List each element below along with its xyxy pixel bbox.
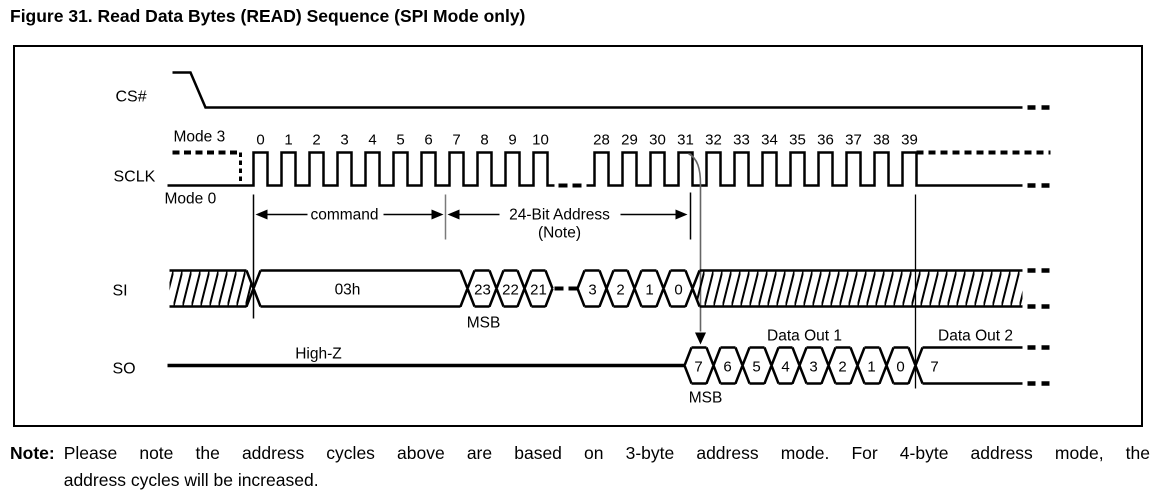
sclk-clock-train-1	[167, 150, 554, 187]
data-out-2-label: Data Out 2	[938, 327, 1013, 344]
si-hatch-region-right	[692, 270, 1022, 306]
clock-number: 38	[873, 131, 890, 148]
so-data-bit: 5	[752, 358, 760, 375]
clock-number: 0	[256, 131, 264, 148]
command-arrowhead-left	[255, 209, 267, 219]
cs-waveform	[172, 70, 1022, 109]
so-signal-label: SO	[112, 360, 135, 377]
clock-number: 6	[424, 131, 432, 148]
so-data-bit: 4	[781, 358, 789, 375]
clock-number: 35	[789, 131, 806, 148]
so-data-bit: 6	[723, 358, 731, 375]
clock-number: 32	[705, 131, 722, 148]
note-block: Note: Please note the address cycles abo…	[10, 440, 1150, 494]
clock-number: 8	[480, 131, 488, 148]
command-label: command	[310, 206, 378, 223]
figure-title: Figure 31. Read Data Bytes (READ) Sequen…	[10, 6, 526, 26]
so-data-bit: 3	[809, 358, 817, 375]
so-data-bit: 0	[896, 358, 904, 375]
sclk-mode0-label: Mode 0	[164, 190, 216, 207]
si-address-bit: 22	[502, 281, 519, 298]
si-address-bit: 23	[474, 281, 491, 298]
clock-to-dataout-arrow	[687, 152, 701, 331]
timing-diagram: CS# SCLK Mode 3 Mode 0 0 1 2 3 4 5 6 7 8…	[112, 70, 1050, 406]
timing-diagram-frame: CS# SCLK Mode 3 Mode 0 0 1 2 3 4 5 6 7 8…	[13, 45, 1143, 427]
clock-number: 1	[284, 131, 292, 148]
si-bus-waveform	[169, 268, 1022, 308]
si-opcode-value: 03h	[334, 281, 360, 298]
clock-to-dataout-arrowhead	[694, 332, 706, 344]
so-msb-label: MSB	[688, 389, 722, 406]
so-bus-waveform	[682, 345, 1022, 385]
so-data2-first-bit: 7	[930, 358, 938, 375]
si-address-bit: 0	[674, 281, 682, 298]
cs-signal-label: CS#	[115, 88, 146, 105]
si-hatch-region-left	[169, 270, 253, 306]
clock-number: 9	[508, 131, 516, 148]
clock-number: 3	[340, 131, 348, 148]
so-data-bit: 1	[867, 358, 875, 375]
clock-number: 10	[532, 131, 549, 148]
note-body: Please note the address cycles above are…	[64, 440, 1150, 494]
clock-number: 33	[733, 131, 750, 148]
si-msb-label: MSB	[466, 314, 500, 331]
note-line: Please note the address cycles above are…	[63, 443, 1150, 463]
clock-number: 30	[649, 131, 666, 148]
sclk-signal-label: SCLK	[113, 168, 155, 185]
sclk-clock-train-2	[586, 150, 1022, 187]
address-label: 24-Bit Address	[509, 206, 610, 223]
address-arrowhead-left	[447, 209, 459, 219]
clock-number: 34	[761, 131, 778, 148]
address-arrowhead-right	[675, 209, 687, 219]
clock-number: 7	[452, 131, 460, 148]
so-data-bit: 2	[838, 358, 846, 375]
clock-number: 29	[621, 131, 638, 148]
so-data-bit: 7	[694, 358, 702, 375]
clock-number: 4	[368, 131, 376, 148]
note-label: Note:	[10, 443, 55, 463]
data-out-1-label: Data Out 1	[767, 327, 842, 344]
si-address-bit: 2	[616, 281, 624, 298]
address-note-label: (Note)	[537, 224, 580, 241]
si-address-bit: 1	[645, 281, 653, 298]
clock-number: 36	[817, 131, 834, 148]
si-signal-label: SI	[112, 282, 127, 299]
command-arrowhead-right	[431, 209, 443, 219]
clock-number: 28	[593, 131, 610, 148]
clock-number: 5	[396, 131, 404, 148]
si-address-bit: 3	[588, 281, 596, 298]
note-line: address cycles will be increased.	[63, 470, 319, 490]
trailing-dashes	[1027, 104, 1049, 386]
clock-number: 31	[677, 131, 694, 148]
clock-number: 37	[845, 131, 862, 148]
sclk-mode3-label: Mode 3	[173, 128, 225, 145]
clock-number: 39	[901, 131, 918, 148]
si-address-bit: 21	[530, 281, 547, 298]
so-highz-label: High-Z	[295, 345, 342, 362]
clock-number: 2	[312, 131, 320, 148]
